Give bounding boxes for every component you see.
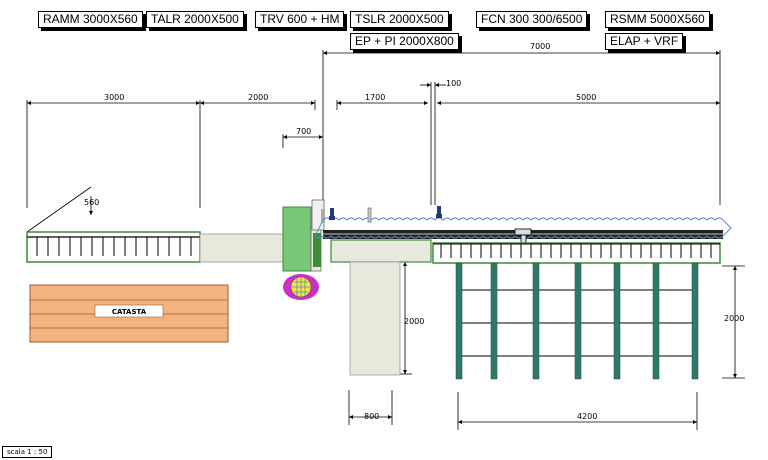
label-ramm: RAMM 3000X560: [38, 11, 143, 28]
dim-7000: 7000: [530, 42, 550, 51]
scale-label: scala 1 : 50: [2, 446, 53, 458]
label-rsmm: RSMM 5000X560: [605, 11, 710, 28]
dim-1700: 1700: [365, 93, 385, 102]
label-trv: TRV 600 + HM: [255, 11, 345, 28]
label-elap: ELAP + VRF: [605, 33, 684, 50]
fcn-conveyor: [314, 206, 732, 250]
dimension-lines: [26, 50, 745, 430]
label-ep: EP + PI 2000X800: [350, 33, 459, 50]
trv-machine: [282, 199, 325, 272]
dim-5000: 5000: [576, 93, 596, 102]
dim-800: 800: [364, 412, 379, 421]
ep-column: [349, 261, 401, 376]
label-talr: TALR 2000X500: [146, 11, 244, 28]
label-tslr: TSLR 2000X500: [350, 11, 449, 28]
catasta-label: CATASTA: [112, 308, 147, 316]
dim-3000: 3000: [104, 93, 124, 102]
dim-4200: 4200: [577, 412, 597, 421]
dim-2000-left: 2000: [404, 317, 424, 326]
elap-structure: [455, 262, 699, 380]
label-fcn: FCN 300 300/6500: [476, 11, 588, 28]
dim-100: 100: [446, 79, 461, 88]
tslr-table: [330, 239, 432, 263]
dim-2000-right: 2000: [724, 314, 744, 323]
dim-700: 700: [296, 127, 311, 136]
operator-icon: [283, 274, 319, 300]
dim-2000-top: 2000: [248, 93, 268, 102]
rsmm-conveyor: [432, 242, 721, 264]
talr-table: [199, 233, 284, 263]
catasta-pile: [29, 284, 229, 343]
ramm-conveyor: [26, 231, 201, 263]
dim-560: 560: [84, 198, 99, 207]
